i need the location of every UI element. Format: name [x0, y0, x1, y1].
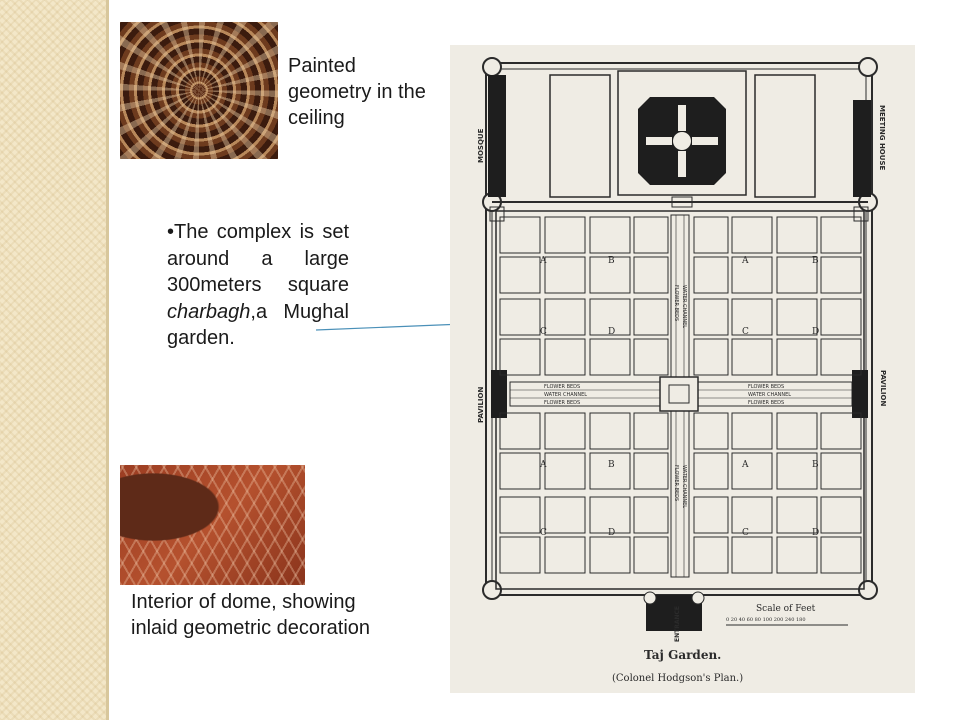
flower-beds-label: FLOWER BEDS — [544, 400, 580, 406]
bed-letter: A — [539, 256, 547, 266]
bed-letter: C — [742, 327, 749, 337]
dome-caption: Interior of dome, showing inlaid geometr… — [131, 591, 371, 639]
bed-letter: D — [608, 528, 615, 538]
bed-letter: A — [741, 256, 749, 266]
meeting-house-label: MEETING HOUSE — [878, 105, 886, 170]
flower-beds-label: FLOWER BEDS — [673, 465, 679, 501]
plan-title: Taj Garden. — [644, 648, 721, 662]
pavilion-left-label: PAVILION — [477, 387, 485, 423]
garden-plan: A B A B C D C D A B A B C D C D FLOWER B… — [450, 45, 915, 693]
pavilion-right-label: PAVILION — [879, 370, 887, 406]
flower-beds-label: FLOWER BEDS — [673, 285, 679, 321]
bed-letter: C — [742, 528, 749, 538]
ceiling-photo — [120, 22, 278, 159]
flower-beds-label: FLOWER BEDS — [544, 384, 580, 390]
plan-drawing: A B A B C D C D A B A B C D C D FLOWER B… — [477, 57, 887, 684]
scale-ticks: 0 20 40 60 80 100 200 240 180 — [726, 617, 806, 623]
water-channel-label: WATER CHANNEL — [681, 285, 687, 328]
bed-letter: B — [812, 460, 819, 470]
flower-beds-label: FLOWER BEDS — [748, 400, 784, 406]
bed-letter: B — [608, 460, 615, 470]
bed-letter: B — [608, 256, 615, 266]
ceiling-caption: Painted geometry in the ceiling — [288, 55, 426, 129]
bullet-italic-term: charbagh — [167, 300, 251, 323]
water-channel-label: WATER CHANNEL — [681, 465, 687, 508]
bullet-marker: • — [167, 221, 175, 243]
flower-beds-label: FLOWER BEDS — [748, 384, 784, 390]
bed-letter: D — [812, 528, 819, 538]
bed-letter: D — [812, 327, 819, 337]
bed-letter: D — [608, 327, 615, 337]
scale-title: Scale of Feet — [756, 604, 816, 614]
bed-letter: C — [540, 528, 547, 538]
dome-photo — [120, 465, 305, 585]
water-channel-label: WATER CHANNEL — [748, 392, 791, 398]
bullet-text-before: The complex is set around a large 300met… — [167, 221, 349, 296]
plan-subtitle: (Colonel Hodgson's Plan.) — [612, 673, 743, 684]
bed-letter: A — [539, 460, 547, 470]
entrance-label: ENTRANCE — [674, 606, 681, 642]
bed-letter: C — [540, 327, 547, 337]
mosque-label: MOSQUE — [477, 128, 485, 163]
bed-letter: B — [812, 256, 819, 266]
water-channel-label: WATER CHANNEL — [544, 392, 587, 398]
bed-letter: A — [741, 460, 749, 470]
side-strip-edge — [106, 0, 109, 720]
decorative-side-strip — [0, 0, 106, 720]
bullet-text-after: ,a Mughal garden. — [167, 300, 349, 350]
bullet-point: •The complex is set around a large 300me… — [167, 219, 349, 352]
